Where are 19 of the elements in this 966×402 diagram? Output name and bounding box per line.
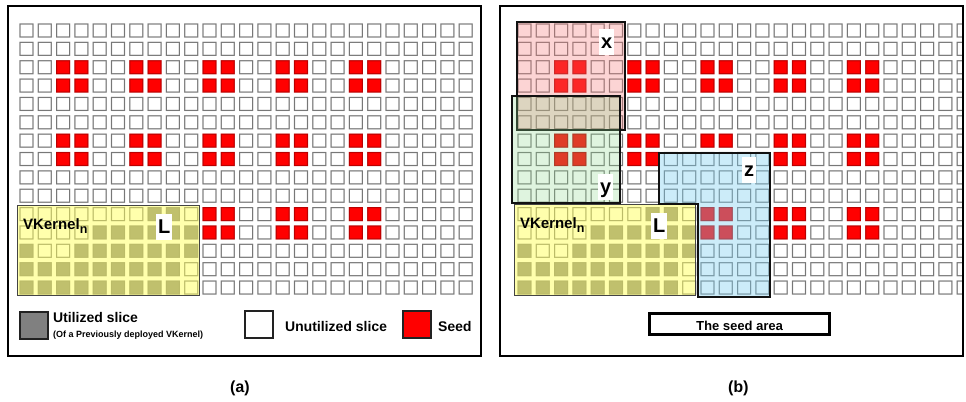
legend-label: Seed: [438, 319, 472, 333]
seed-area-box: [648, 312, 831, 336]
region-label: y: [598, 174, 614, 200]
region-y: [511, 95, 621, 204]
region-label: VKernel$_{n}$: [23, 217, 88, 236]
region-label: L: [156, 214, 172, 240]
region-label: L: [651, 213, 668, 239]
region-label: VKernel$_{n}$: [520, 216, 584, 234]
region-x: [516, 21, 626, 131]
vkernel-region: [514, 204, 696, 296]
legend-label: Utilized slice: [53, 310, 138, 324]
region-label: x: [599, 29, 614, 55]
vkernel-region: [17, 205, 200, 296]
panel-caption: (b): [728, 380, 748, 396]
region-label: z: [742, 157, 756, 183]
legend-note: (Of a Previously deployed VKernel): [53, 330, 204, 339]
panel-caption: (a): [230, 380, 250, 396]
area-label: The seed area: [695, 319, 784, 332]
legend-label: Unutilized slice: [285, 319, 387, 333]
